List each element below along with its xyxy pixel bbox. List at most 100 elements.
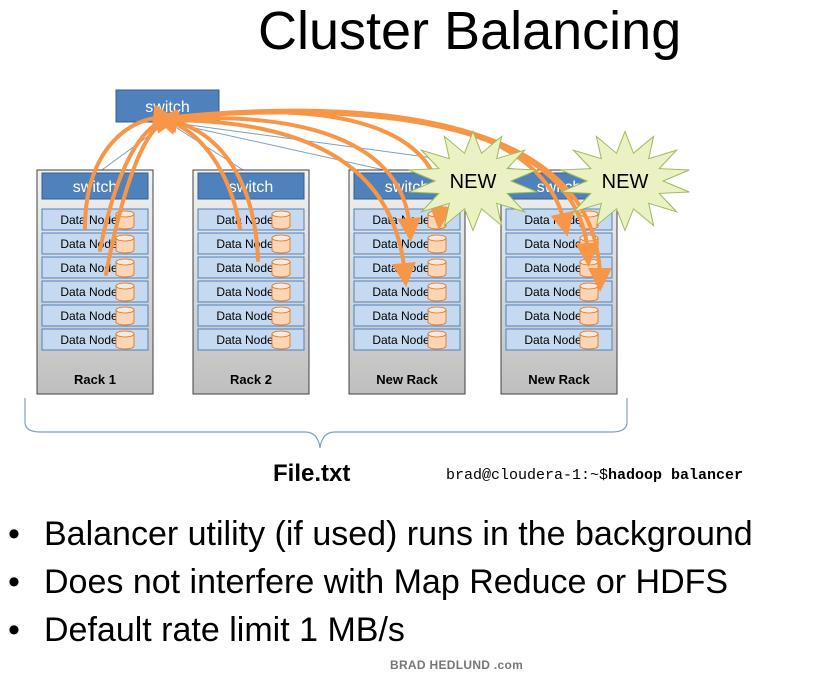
data-node-label: Data Node — [372, 333, 430, 347]
disk-icon — [579, 306, 599, 326]
balance-arrow — [153, 109, 260, 262]
bullet-list: • Balancer utility (if used) runs in the … — [8, 510, 753, 654]
new-badge-label: NEW — [602, 171, 649, 193]
new-badges: NEW NEW — [408, 130, 690, 232]
data-node-label: Data Node — [372, 213, 430, 227]
data-node-label: Data Node — [524, 285, 582, 299]
footer-credit: BRAD HEDLUND .com — [390, 658, 524, 672]
disk-top — [579, 258, 599, 266]
link-line — [167, 121, 252, 176]
new-badge: NEW — [560, 130, 690, 232]
file-brace — [24, 398, 628, 449]
data-node-label: Data Node — [60, 333, 118, 347]
balance-arrow — [163, 116, 422, 242]
bullet-text: Does not interfere with Map Reduce or HD… — [44, 563, 729, 601]
disk-top — [579, 282, 599, 290]
bullet-item: • Balancer utility (if used) runs in the … — [8, 510, 753, 558]
file-label: File.txt — [273, 460, 351, 487]
disk-top — [427, 210, 447, 218]
bullet-dot: • — [8, 563, 20, 601]
disk-top — [271, 234, 291, 242]
disk-icon — [579, 258, 599, 278]
data-node-label: Data Node — [524, 213, 582, 227]
rack-switch-label: switch — [229, 179, 273, 196]
disk-icon — [579, 330, 599, 350]
data-node-label: Data Node — [60, 309, 118, 323]
data-node-label: Data Node — [60, 213, 118, 227]
bullet-dot: • — [8, 515, 20, 553]
data-node-label: Data Node — [60, 261, 118, 275]
rack-label: Rack 1 — [74, 372, 116, 387]
terminal-command-text: hadoop balancer — [608, 467, 744, 484]
bullet-text: Default rate limit 1 MB/s — [44, 611, 405, 649]
disk-icon — [427, 234, 447, 254]
data-node-label: Data Node — [372, 309, 430, 323]
disk-icon — [115, 330, 135, 350]
disk-top — [427, 282, 447, 290]
disk-top — [115, 234, 135, 242]
data-node-label: Data Node — [216, 285, 274, 299]
starburst-shape — [408, 130, 538, 232]
data-node-label: Data Node — [216, 261, 274, 275]
data-node-label: Data Node — [524, 333, 582, 347]
bullet-item: • Does not interfere with Map Reduce or H… — [8, 558, 753, 606]
terminal-prompt: brad@cloudera-1:~$ — [446, 467, 609, 484]
rack-switch — [197, 172, 305, 200]
data-node-label: Data Node — [372, 261, 430, 275]
disk-top — [115, 282, 135, 290]
disk-icon — [427, 282, 447, 302]
disk-top — [427, 330, 447, 338]
disk-icon — [271, 234, 291, 254]
disk-icon — [271, 330, 291, 350]
terminal-command: brad@cloudera-1:~$hadoop balancer — [446, 467, 743, 484]
disk-icon — [427, 330, 447, 350]
link-line — [167, 121, 408, 176]
balance-arrow — [163, 118, 416, 287]
disk-icon — [427, 210, 447, 230]
data-node-label: Data Node — [524, 309, 582, 323]
disk-top — [271, 330, 291, 338]
disk-top — [427, 234, 447, 242]
disk-top — [115, 258, 135, 266]
data-node-label: Data Node — [216, 309, 274, 323]
disk-top — [115, 330, 135, 338]
data-node-label: Data Node — [216, 237, 274, 251]
rack-label: New Rack — [528, 372, 590, 387]
disk-top — [115, 306, 135, 314]
disk-top — [271, 210, 291, 218]
data-node-label: Data Node — [60, 285, 118, 299]
disk-icon — [271, 210, 291, 230]
data-node-label: Data Node — [216, 333, 274, 347]
disk-icon — [427, 306, 447, 326]
disk-icon — [115, 306, 135, 326]
balance-arrow — [163, 108, 612, 292]
bullet-dot: • — [8, 611, 20, 649]
bullet-item: • Default rate limit 1 MB/s — [8, 606, 753, 654]
disk-icon — [115, 258, 135, 278]
disk-icon — [271, 282, 291, 302]
new-badge-label: NEW — [450, 171, 497, 193]
disk-top — [579, 330, 599, 338]
data-node-label: Data Node — [372, 285, 430, 299]
rack-label: New Rack — [376, 372, 438, 387]
disk-icon — [427, 258, 447, 278]
disk-icon — [115, 234, 135, 254]
disk-icon — [271, 258, 291, 278]
disk-top — [271, 258, 291, 266]
top-switch-label: switch — [145, 99, 189, 116]
disk-icon — [271, 306, 291, 326]
disk-top — [271, 282, 291, 290]
page-title: Cluster Balancing — [258, 1, 682, 61]
data-node-label: Data Node — [524, 261, 582, 275]
bullet-text: Balancer utility (if used) runs in the b… — [44, 515, 753, 553]
rack-label: Rack 2 — [230, 372, 272, 387]
new-badge: NEW — [408, 130, 538, 232]
data-node-label: Data Node — [524, 237, 582, 251]
rack-switch-label: switch — [73, 179, 117, 196]
disk-icon — [115, 282, 135, 302]
